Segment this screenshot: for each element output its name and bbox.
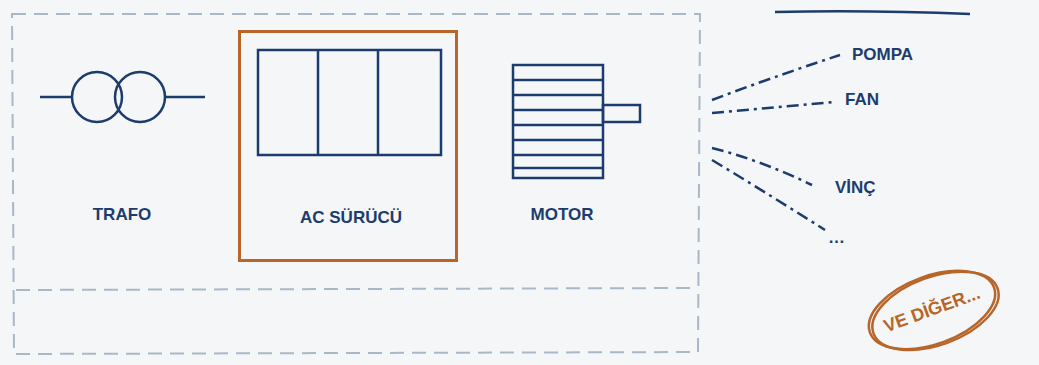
load-label: VİNÇ	[835, 178, 876, 198]
component-label: MOTOR	[531, 205, 594, 225]
drive-symbol	[258, 50, 441, 155]
component-label: TRAFO	[93, 205, 152, 225]
load-lines	[712, 55, 840, 230]
system-boundary	[12, 14, 700, 354]
load-label: …	[828, 228, 845, 248]
node-label: AC SÜRÜCÜ	[300, 208, 402, 228]
load-label: FAN	[845, 90, 879, 110]
top-line	[775, 11, 970, 14]
transformer-symbol	[40, 72, 205, 122]
load-label: POMPA	[852, 45, 913, 65]
drive-box: AC SÜRÜCÜ	[238, 30, 458, 262]
motor-symbol	[513, 65, 640, 178]
stamp-ellipse: VE DİĞER...	[853, 250, 1011, 365]
